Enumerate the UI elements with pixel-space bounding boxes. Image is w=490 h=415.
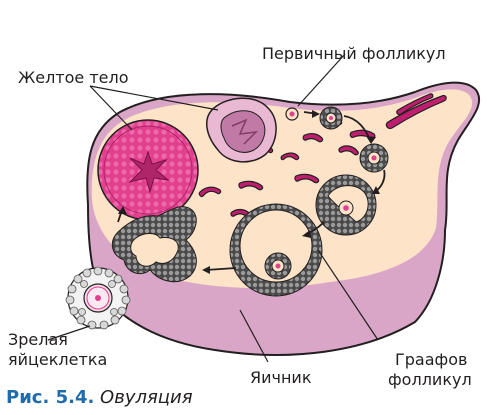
corpus-luteum-label: Желтое тело [18, 68, 129, 87]
secondary-follicle [360, 144, 388, 172]
figure-caption: Рис. 5.4. Овуляция [6, 387, 193, 408]
mature-egg-label-line2: яйцеклетка [8, 350, 107, 369]
mature-egg-label-line1: Зрелая [8, 330, 68, 349]
graafian-follicle-label-line1: Граафов [395, 350, 467, 369]
tertiary-follicle [316, 175, 376, 235]
caption-number: Рис. 5.4. [6, 387, 94, 408]
graafian-follicle [230, 204, 322, 296]
mature-egg [66, 267, 130, 329]
primary-follicle-label: Первичный фолликул [262, 44, 446, 63]
graafian-follicle-label-line2: фолликул [388, 370, 472, 389]
caption-title: Овуляция [100, 387, 193, 408]
ovary-label: Яичник [250, 368, 312, 387]
corpus-luteum [98, 120, 198, 220]
